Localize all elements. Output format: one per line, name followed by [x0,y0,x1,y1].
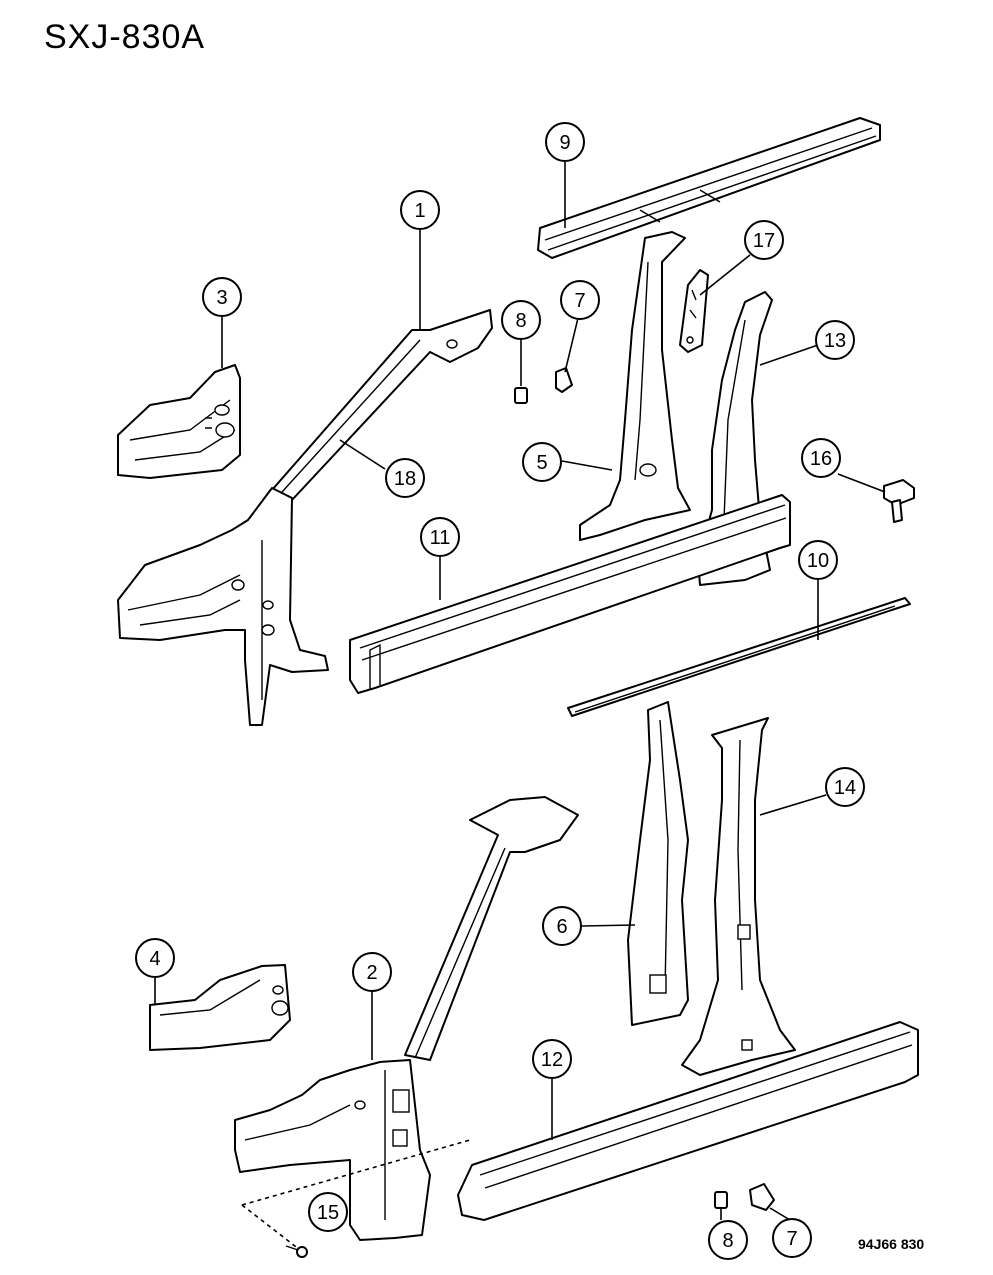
callout-13-label: 13 [824,330,846,352]
callout-9: 9 [545,122,585,162]
callout-8-upper: 8 [501,300,541,340]
callout-11-label: 11 [430,527,451,549]
callout-16: 16 [801,438,841,478]
part-14-b-pillar-outer [681,717,796,1076]
callout-14: 14 [825,767,865,807]
part-17-striker-reinforcement [679,269,709,353]
callout-5-label: 5 [536,452,547,474]
callout-7-lower: 7 [772,1218,812,1258]
diagram-title: SXJ-830A [44,18,206,56]
figure-code: 94J66 830 [858,1236,925,1252]
callout-7-upper-label: 7 [574,290,585,312]
callout-12: 12 [532,1039,572,1079]
callout-17-label: 17 [753,230,775,252]
callout-8-lower: 8 [708,1220,748,1260]
callout-8-upper-label: 8 [515,310,526,332]
callout-10: 10 [798,540,838,580]
callout-14-label: 14 [834,777,856,799]
part-2-front-hinge-pillar [234,1059,431,1241]
callout-2-label: 2 [366,962,377,984]
callout-9-label: 9 [559,132,570,154]
callout-17: 17 [744,220,784,260]
leader-lines [154,162,886,1221]
callout-1: 1 [400,190,440,230]
callout-7-upper: 7 [560,280,600,320]
callout-8-lower-label: 8 [722,1230,733,1252]
callout-1-label: 1 [414,200,425,222]
part-5-b-pillar-inner [579,231,691,541]
part-8-clip-upper [514,387,528,404]
callout-15-label: 15 [317,1202,339,1224]
part-16-bolt [883,479,915,523]
callout-2: 2 [352,952,392,992]
callout-5: 5 [522,442,562,482]
callout-15: 15 [308,1192,348,1232]
callout-12-label: 12 [541,1049,563,1071]
callout-10-label: 10 [807,550,829,572]
part-12-sill-lower [457,1021,919,1221]
callout-7-lower-label: 7 [786,1228,797,1250]
callout-18-label: 18 [394,468,416,490]
callout-11: 11 [420,517,460,557]
part-7-nut-lower [749,1183,775,1211]
callout-4: 4 [135,938,175,978]
part-9-roof-rail [537,117,881,259]
callout-16-label: 16 [810,448,832,470]
part-3-cowl-side-panel [117,364,241,479]
part-11-sill-upper [349,494,791,694]
callout-6: 6 [542,906,582,946]
callout-6-label: 6 [556,916,567,938]
part-4-cowl-side-panel [149,964,291,1051]
part-6-b-pillar-inner [627,701,689,1026]
part-15-screw [241,1139,471,1258]
part-8-clip-lower [714,1191,728,1209]
front-pillar-assembly-upper [117,487,329,726]
callout-18: 18 [385,458,425,498]
front-pillar-upper-lower-group [404,796,579,1061]
callout-3: 3 [202,277,242,317]
part-18-a-pillar-upper [271,309,493,501]
part-7-nut-upper [555,367,573,393]
callout-13: 13 [815,320,855,360]
callout-3-label: 3 [216,287,227,309]
callout-4-label: 4 [149,948,160,970]
part-10-weatherstrip [567,597,911,717]
